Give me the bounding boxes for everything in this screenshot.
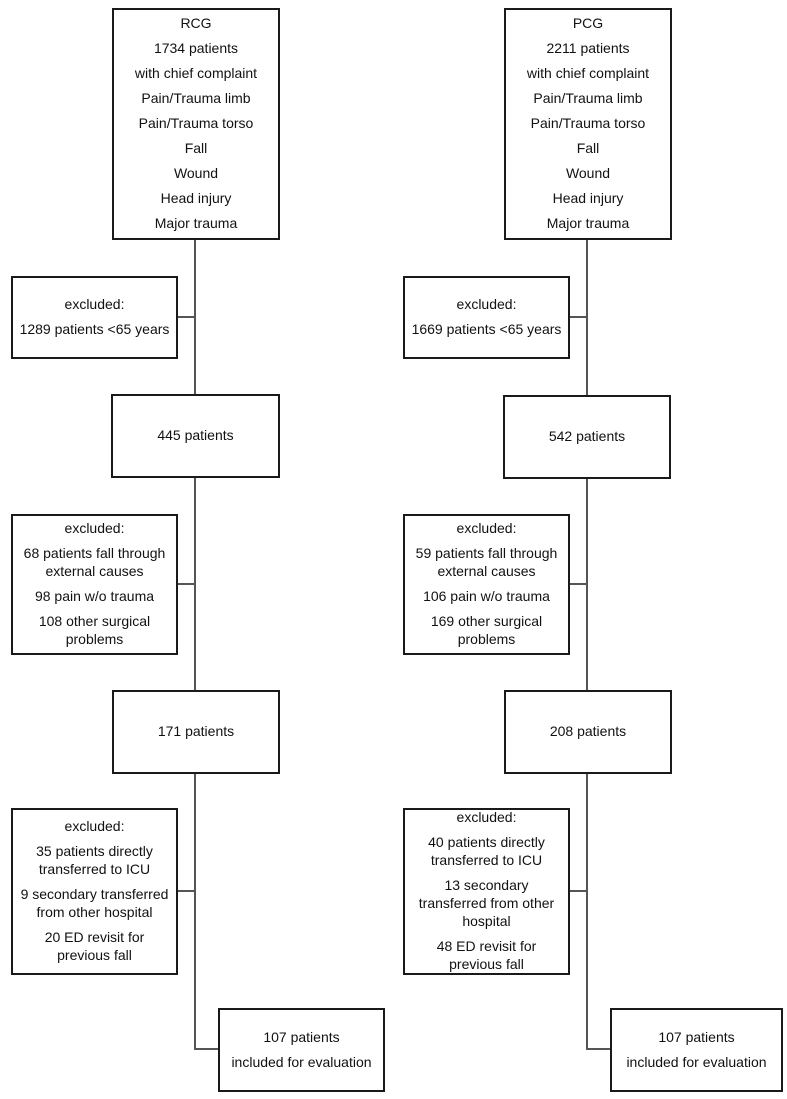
rcg-complaint-torso: Pain/Trauma torso	[138, 115, 254, 132]
rcg-excluded-cause-box: excluded: 68 patients fall through exter…	[11, 514, 178, 655]
pcg-final-label: included for evaluation	[626, 1053, 767, 1070]
rcg-stage2-box: 171 patients	[112, 690, 280, 774]
pcg-final-box: 107 patients included for evaluation	[610, 1008, 783, 1092]
rcg-excluded-secondary-transfer: 9 secondary transferred from other hospi…	[20, 886, 169, 920]
excluded-label: excluded:	[64, 818, 125, 835]
excluded-label: excluded:	[456, 296, 517, 313]
pcg-excluded-age-count: 1669 patients <65 years	[411, 321, 562, 337]
pcg-excluded-ed-revisit: 48 ED revisit for previous fall	[436, 937, 537, 972]
pcg-connector-stage2-to-final	[586, 773, 588, 1050]
rcg-excluded-age-box: excluded: 1289 patients <65 years	[11, 276, 178, 359]
excluded-label: excluded:	[456, 520, 517, 537]
rcg-complaint-head-injury: Head injury	[160, 189, 232, 206]
pcg-excluded-pain-wo-trauma: 106 pain w/o trauma	[423, 588, 550, 604]
pcg-complaint-head-injury: Head injury	[552, 189, 624, 206]
rcg-final-label: included for evaluation	[231, 1053, 372, 1070]
pcg-complaint-limb: Pain/Trauma limb	[533, 90, 643, 107]
rcg-stage1-count: 445 patients	[157, 427, 234, 444]
pcg-connector-final-elbow	[586, 1048, 610, 1050]
pcg-connector-excluded1	[570, 316, 588, 318]
rcg-group-label: RCG	[180, 15, 212, 32]
rcg-connector-stage2-to-final	[194, 773, 196, 1050]
pcg-excluded-other-surgical: 169 other surgical problems	[430, 612, 543, 647]
pcg-excluded-secondary-transfer: 13 secondary transferred from other hosp…	[418, 877, 555, 929]
pcg-connector-excluded2	[570, 583, 588, 585]
rcg-excluded-other-surgical: 108 other surgical problems	[38, 612, 151, 647]
rcg-connector-excluded2	[178, 583, 196, 585]
pcg-excluded-icu: 40 patients directly transferred to ICU	[428, 834, 545, 869]
pcg-final-count: 107 patients	[658, 1028, 735, 1045]
rcg-excluded-icu: 35 patients directly transferred to ICU	[36, 843, 153, 878]
rcg-source-box: RCG 1734 patients with chief complaint P…	[112, 8, 280, 240]
rcg-complaint-wound: Wound	[173, 164, 219, 181]
pcg-excluded-age-box: excluded: 1669 patients <65 years	[403, 276, 570, 359]
pcg-group-label: PCG	[572, 15, 604, 32]
rcg-total-count: 1734 patients	[153, 40, 239, 57]
pcg-stage2-count: 208 patients	[549, 723, 627, 740]
rcg-stage1-box: 445 patients	[111, 394, 280, 478]
rcg-excluded-external-fall: 68 patients fall through external causes	[23, 545, 166, 580]
pcg-complaint-wound: Wound	[565, 164, 611, 181]
pcg-complaint-major-trauma: Major trauma	[546, 214, 630, 231]
pcg-connector-excluded3	[570, 890, 588, 892]
rcg-final-box: 107 patients included for evaluation	[218, 1008, 385, 1092]
pcg-stage2-box: 208 patients	[504, 690, 672, 774]
pcg-total-count: 2211 patients	[546, 40, 630, 57]
rcg-complaint-major-trauma: Major trauma	[154, 214, 238, 231]
rcg-final-count: 107 patients	[263, 1028, 340, 1045]
pcg-complaint-fall: Fall	[576, 139, 600, 156]
rcg-connector-excluded1	[178, 316, 196, 318]
pcg-complaint-torso: Pain/Trauma torso	[530, 115, 646, 132]
pcg-source-box: PCG 2211 patients with chief complaint P…	[504, 8, 672, 240]
pcg-stage1-box: 542 patients	[503, 395, 671, 479]
rcg-complaint-fall: Fall	[184, 139, 208, 156]
rcg-excluded-pain-wo-trauma: 98 pain w/o trauma	[34, 588, 155, 604]
rcg-connector-final-elbow	[194, 1048, 218, 1050]
excluded-label: excluded:	[456, 809, 517, 826]
rcg-connector-excluded3	[178, 890, 196, 892]
rcg-complaint-limb: Pain/Trauma limb	[141, 90, 251, 107]
rcg-excluded-transfer-box: excluded: 35 patients directly transferr…	[11, 808, 178, 975]
pcg-excluded-transfer-box: excluded: 40 patients directly transferr…	[403, 808, 570, 975]
pcg-excluded-cause-box: excluded: 59 patients fall through exter…	[403, 514, 570, 655]
rcg-excluded-ed-revisit: 20 ED revisit for previous fall	[44, 928, 145, 963]
excluded-label: excluded:	[64, 520, 125, 537]
rcg-excluded-age-count: 1289 patients <65 years	[19, 321, 170, 337]
pcg-stage1-count: 542 patients	[548, 428, 626, 445]
rcg-complaint-intro: with chief complaint	[134, 65, 258, 82]
pcg-excluded-external-fall: 59 patients fall through external causes	[415, 545, 558, 580]
rcg-stage2-count: 171 patients	[157, 723, 235, 740]
pcg-complaint-intro: with chief complaint	[526, 65, 650, 82]
excluded-label: excluded:	[64, 296, 125, 313]
